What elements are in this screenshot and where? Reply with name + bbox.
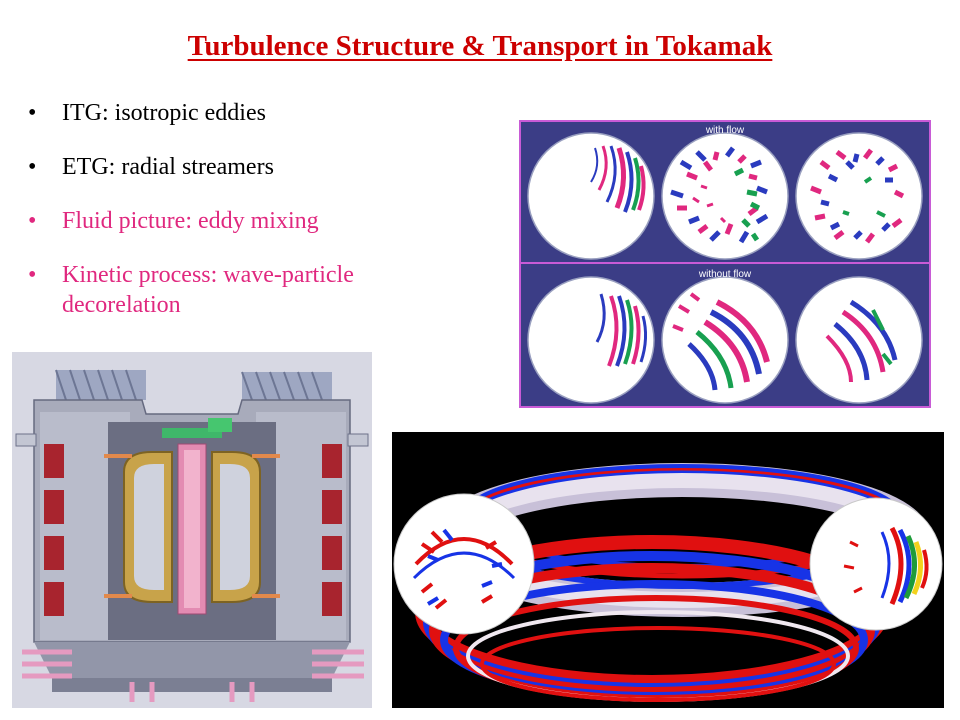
bullet-item-kinetic: • Kinetic process: wave-particle decorel… (24, 260, 474, 320)
turbulence-pattern (672, 292, 770, 391)
sim-row-with-flow: with flow (521, 122, 929, 264)
bullet-text: ETG: radial streamers (62, 154, 274, 180)
torus-turbulence-image (392, 432, 944, 708)
sim-row-without-flow: without flow (521, 266, 929, 408)
tokamak-cutaway-image (12, 352, 372, 708)
bullet-text: Fluid picture: eddy mixing (62, 208, 319, 234)
simulation-disc (796, 277, 922, 403)
bullet-text: Kinetic process: wave-particle decorelat… (62, 262, 354, 318)
tokamak-drawing (12, 352, 372, 708)
bullet-dot: • (28, 208, 37, 234)
bullet-text: ITG: isotropic eddies (62, 100, 266, 126)
bullet-item-fluid: • Fluid picture: eddy mixing (24, 206, 474, 236)
without-flow-label: without flow (698, 269, 752, 280)
bullet-list: • ITG: isotropic eddies • ETG: radial st… (24, 98, 474, 320)
with-flow-discs (527, 132, 923, 260)
torus-drawing (392, 432, 944, 708)
bullet-item-etg: • ETG: radial streamers (24, 152, 474, 182)
with-flow-label: with flow (705, 125, 745, 136)
bullet-dot: • (28, 100, 37, 126)
bullet-dot: • (28, 262, 37, 288)
turbulence-pattern (670, 146, 769, 244)
turbulence-pattern (825, 299, 898, 383)
turbulence-pattern (810, 148, 905, 244)
bullet-item-itg: • ITG: isotropic eddies (24, 98, 474, 128)
slide-title: Turbulence Structure & Transport in Toka… (187, 30, 773, 62)
bullet-dot: • (28, 154, 37, 180)
turbulence-pattern (595, 293, 648, 367)
simulation-panel: with flow (519, 120, 931, 408)
turbulence-pattern (590, 145, 646, 213)
without-flow-discs (527, 276, 923, 404)
